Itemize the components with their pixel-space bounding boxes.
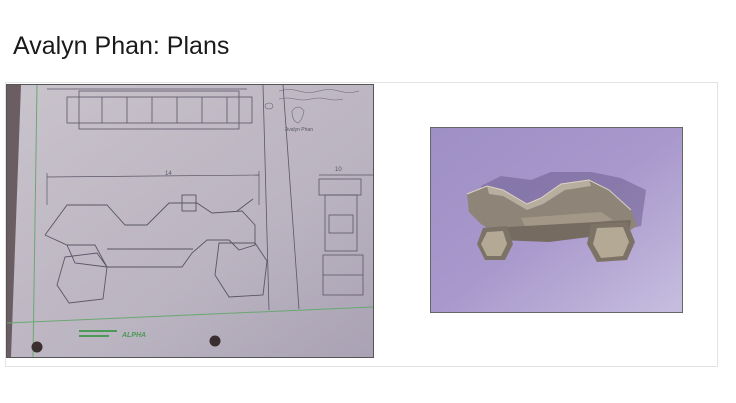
- side-view-sketch: [44, 194, 268, 304]
- plans-drawing: Avalyn Phan 14 10: [7, 85, 373, 357]
- binder-hole: [31, 341, 43, 353]
- width-dimension-label: 10: [335, 167, 342, 173]
- slide-title: Avalyn Phan: Plans: [13, 32, 230, 60]
- paper-brand-logo: ALPHA: [121, 332, 146, 339]
- plans-signature: Avalyn Phan: [285, 127, 313, 133]
- front-view-sketch: [318, 178, 364, 296]
- slide-content-panel: Avalyn Phan 14 10: [5, 82, 718, 367]
- length-dimension-label: 14: [165, 171, 172, 177]
- model-photo: [430, 127, 683, 313]
- plans-photo: Avalyn Phan 14 10: [6, 84, 374, 358]
- top-view-sketch: [47, 88, 253, 130]
- model-picture: [431, 128, 682, 312]
- binder-hole: [209, 335, 221, 347]
- cardboard-model: [466, 179, 637, 262]
